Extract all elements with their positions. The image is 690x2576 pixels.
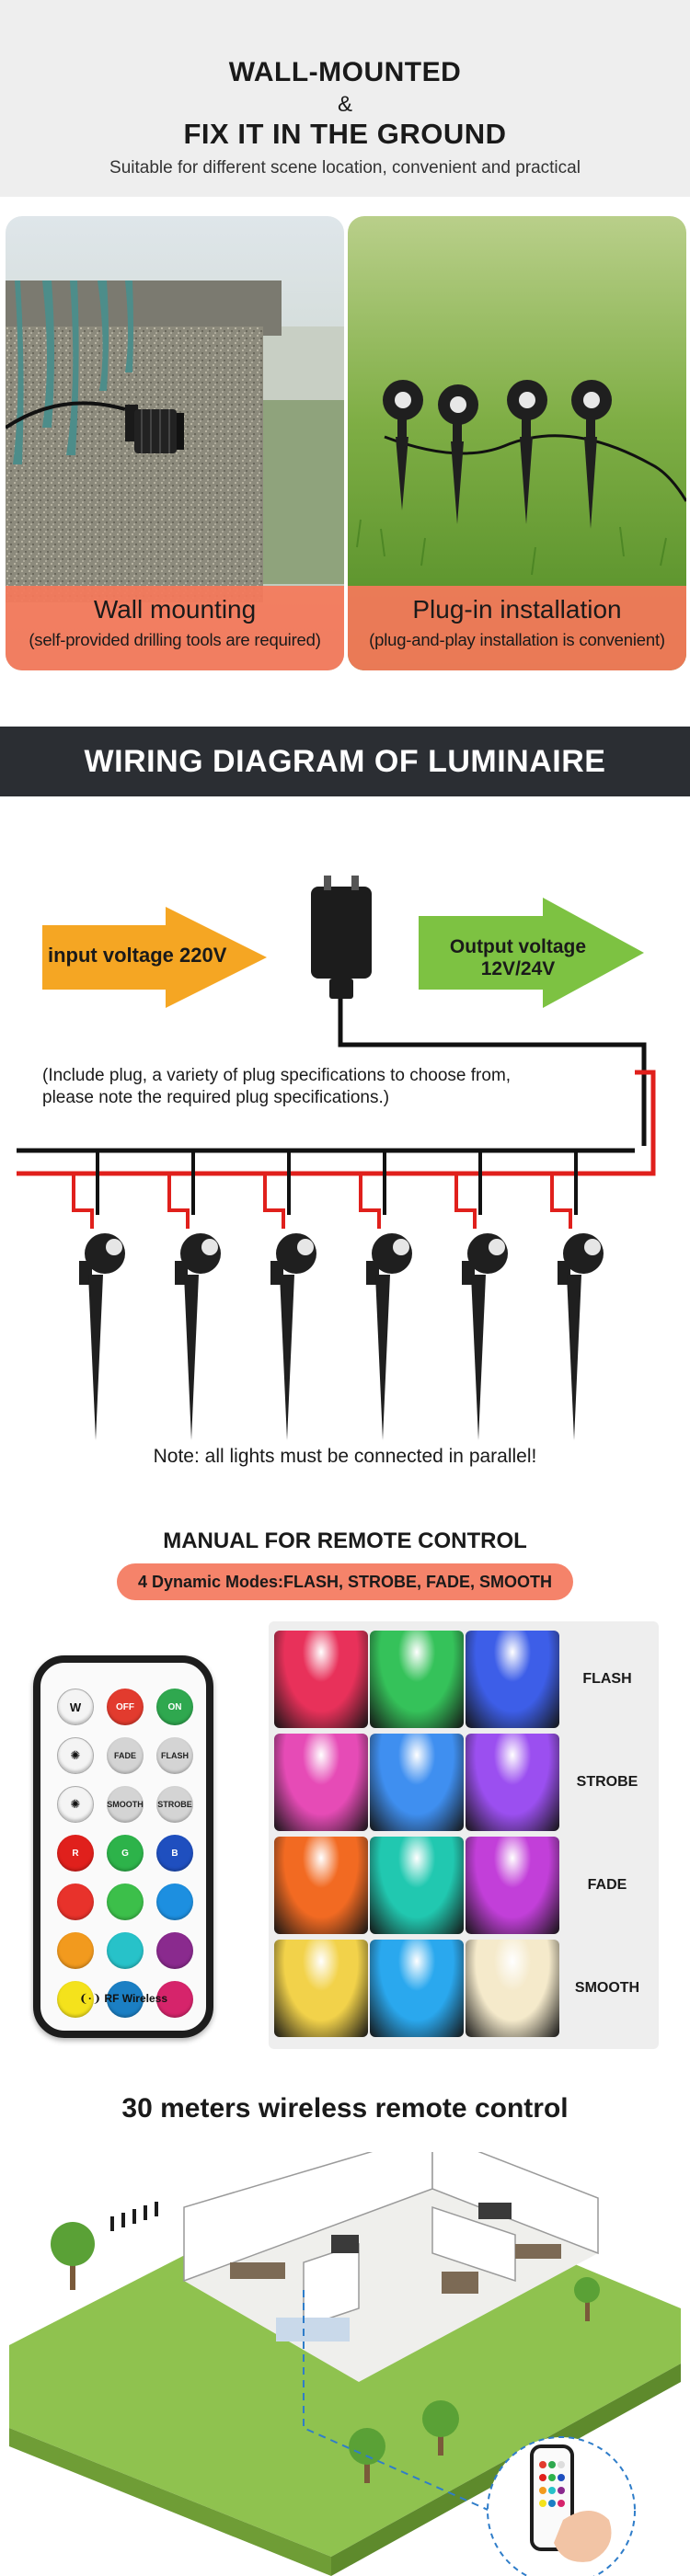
remote-color-button[interactable]: [107, 1932, 144, 1969]
light-modes-panel: FLASH STROBE FADE SMOOTH: [269, 1621, 659, 2049]
remote-button-w[interactable]: W: [57, 1689, 94, 1725]
spotlight-icon: [72, 1151, 125, 1440]
rf-wireless-text: RF Wireless: [104, 1992, 168, 2005]
remote-button-g[interactable]: G: [107, 1835, 144, 1872]
plug-in-caption: Plug-in installation (plug-and-play inst…: [348, 586, 686, 670]
input-voltage-arrow: [42, 907, 267, 1008]
plug-note-line-2: please note the required plug specificat…: [42, 1088, 390, 1107]
output-voltage-line-2: 12V/24V: [480, 958, 556, 979]
input-voltage-label: input voltage 220V: [48, 944, 227, 967]
remote-button-b[interactable]: B: [156, 1835, 193, 1872]
mode-swatch: [370, 1734, 464, 1831]
remote-color-button[interactable]: [156, 1981, 193, 2018]
rf-wireless-label: ❨·❩ RF Wireless: [40, 1992, 206, 2005]
title-line-2: FIX IT IN THE GROUND: [183, 118, 507, 150]
remote-button-r[interactable]: R: [57, 1835, 94, 1872]
output-voltage-label: Output voltage 12V/24V: [431, 936, 605, 980]
header-banner: WALL-MOUNTED & FIX IT IN THE GROUND Suit…: [0, 0, 690, 197]
remote-button-flash[interactable]: FLASH: [156, 1737, 193, 1774]
spotlight-icon: [454, 1151, 508, 1440]
remote-button-on[interactable]: ON: [156, 1689, 193, 1725]
remote-color-button[interactable]: [57, 1981, 94, 2018]
title-ampersand: &: [337, 92, 352, 117]
remote-color-button[interactable]: [156, 1883, 193, 1920]
title-line-1: WALL-MOUNTED: [228, 57, 462, 87]
remote-button-strobe[interactable]: STROBE: [156, 1786, 193, 1823]
remote-button-[interactable]: ✺: [57, 1737, 94, 1774]
plug-in-note: (plug-and-play installation is convenien…: [369, 630, 665, 649]
plug-note-line-1: (Include plug, a variety of plug specifi…: [42, 1066, 512, 1085]
remote-color-button[interactable]: [107, 1883, 144, 1920]
parallel-note: Note: all lights must be connected in pa…: [153, 1446, 537, 1467]
remote-color-button[interactable]: [57, 1932, 94, 1969]
remote-button-off[interactable]: OFF: [107, 1689, 144, 1725]
mode-label-strobe: STROBE: [576, 1774, 638, 1790]
mode-label-smooth: SMOOTH: [574, 1980, 640, 1996]
power-adapter-icon: [311, 876, 372, 999]
plug-in-title: Plug-in installation: [412, 595, 622, 624]
spotlight-icon: [263, 1151, 316, 1440]
mode-swatch: [466, 1631, 559, 1728]
mode-swatch: [370, 1631, 464, 1728]
remote-color-button[interactable]: [107, 1981, 144, 2018]
remote-color-button[interactable]: [156, 1932, 193, 1969]
mode-swatch: [466, 1837, 559, 1934]
mode-label-flash: FLASH: [582, 1671, 632, 1687]
remote-manual-title: MANUAL FOR REMOTE CONTROL: [163, 1528, 527, 1553]
dynamic-modes-badge: 4 Dynamic Modes:FLASH, STROBE, FADE, SMO…: [117, 1563, 573, 1600]
mode-swatch: [466, 1940, 559, 2037]
mode-swatch: [274, 1631, 368, 1728]
wireless-range-title: 30 meters wireless remote control: [121, 2093, 569, 2124]
wall-mounting-caption: Wall mounting (self-provided drilling to…: [6, 586, 344, 670]
wiring-diagram: input voltage 220V Output voltage 12V/24…: [0, 796, 690, 1514]
remote-button-smooth[interactable]: SMOOTH: [107, 1786, 144, 1823]
header-subtitle: Suitable for different scene location, c…: [109, 158, 581, 177]
remote-button-fade[interactable]: FADE: [107, 1737, 144, 1774]
wall-mounting-note: (self-provided drilling tools are requir…: [29, 630, 321, 649]
spotlight-icon: [359, 1151, 412, 1440]
remote-color-button[interactable]: [57, 1883, 94, 1920]
remote-button-[interactable]: ✺: [57, 1786, 94, 1823]
spotlight-icon: [167, 1151, 221, 1440]
trees: [51, 2222, 600, 2483]
mode-swatch: [274, 1734, 368, 1831]
mode-swatch: [274, 1837, 368, 1934]
mode-swatch: [370, 1837, 464, 1934]
house-floorplan-graphic: [9, 2132, 681, 2576]
output-voltage-line-1: Output voltage: [449, 936, 587, 957]
remote-zoom-circle: [487, 2436, 636, 2576]
wifi-icon: ❨·❩: [78, 1992, 105, 2005]
house-illustration: [0, 2132, 690, 2576]
plug-note: (Include plug, a variety of plug specifi…: [42, 1065, 511, 1109]
mode-label-fade: FADE: [587, 1877, 627, 1893]
wiring-diagram-graphic: [17, 876, 656, 1440]
mode-swatch: [274, 1940, 368, 2037]
wall-mounting-photo: Wall mounting (self-provided drilling to…: [6, 216, 344, 670]
lights-group: [72, 1151, 604, 1440]
wall-scene-illustration: [6, 216, 344, 670]
mode-swatch: [466, 1734, 559, 1831]
spotlight-icon: [550, 1151, 604, 1440]
output-voltage-arrow: [419, 898, 644, 1008]
wall-mounting-title: Wall mounting: [93, 595, 257, 624]
plug-in-photo: Plug-in installation (plug-and-play inst…: [348, 216, 686, 670]
wiring-diagram-banner: WIRING DIAGRAM OF LUMINAIRE: [0, 727, 690, 796]
mode-swatch: [370, 1940, 464, 2037]
